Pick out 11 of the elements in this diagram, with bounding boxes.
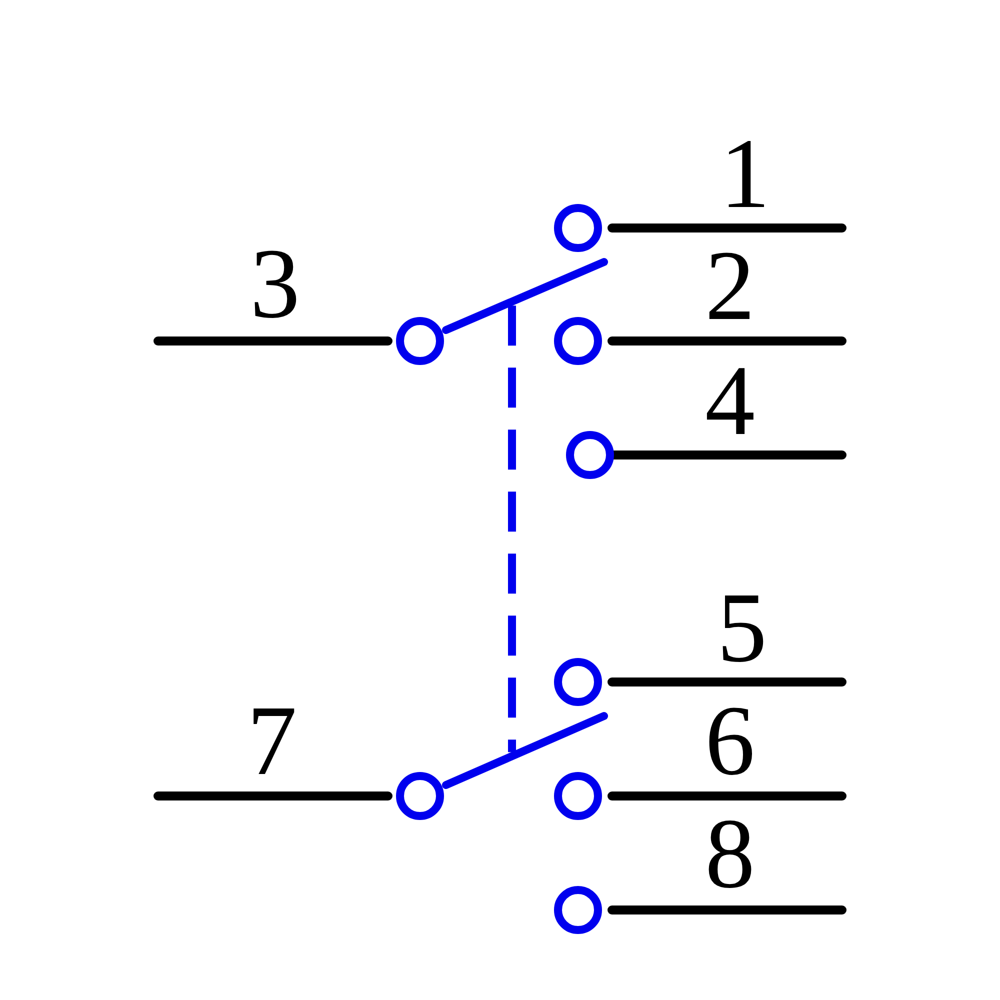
pin-number: 7	[246, 691, 298, 791]
switch-blade	[442, 258, 608, 334]
pin-number: 3	[249, 234, 301, 334]
pin-number: 2	[704, 236, 756, 336]
switch-blade	[442, 712, 608, 789]
pin-number: 8	[704, 804, 756, 904]
pin-number: 6	[704, 691, 756, 791]
pin-number: 1	[719, 124, 771, 224]
mechanical-link	[508, 306, 516, 752]
pin-number: 5	[716, 578, 768, 678]
pin-number: 4	[704, 351, 756, 451]
